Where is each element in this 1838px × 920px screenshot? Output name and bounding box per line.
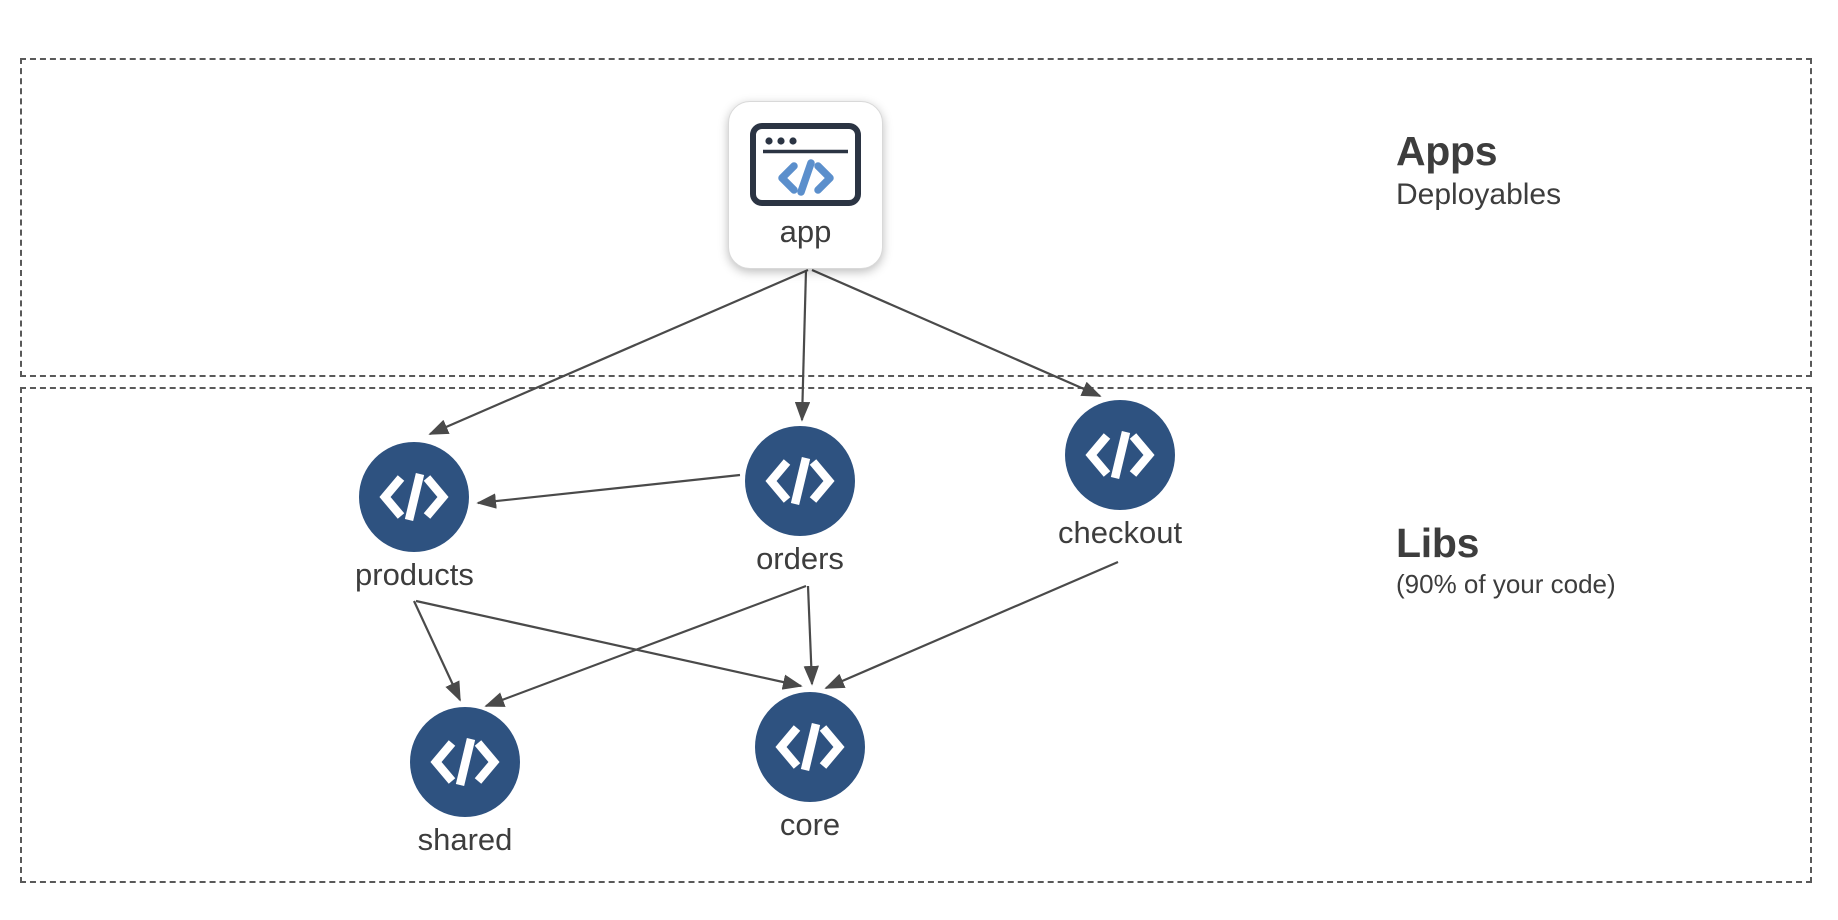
zone-apps — [20, 58, 1812, 377]
node-core[interactable]: core — [755, 692, 865, 843]
zone-apps-subtitle: Deployables — [1396, 178, 1562, 212]
node-orders-circle[interactable] — [745, 426, 855, 536]
zone-libs-title: Libs — [1396, 520, 1480, 566]
node-checkout[interactable]: checkout — [1058, 400, 1182, 551]
code-brackets-icon — [379, 466, 450, 528]
zone-libs — [20, 387, 1812, 883]
node-orders-label: orders — [756, 541, 844, 576]
node-orders[interactable]: orders — [745, 426, 855, 577]
zone-apps-legend: Apps Deployables — [1396, 128, 1562, 213]
zone-apps-title: Apps — [1396, 128, 1498, 174]
zone-libs-subtitle: (90% of your code) — [1396, 569, 1616, 600]
node-shared[interactable]: shared — [410, 707, 520, 858]
code-window-icon — [749, 122, 862, 207]
code-brackets-icon — [1085, 424, 1155, 486]
node-checkout-label: checkout — [1058, 515, 1183, 550]
code-brackets-icon — [765, 450, 835, 512]
node-products-circle[interactable] — [359, 442, 470, 552]
node-products[interactable]: products — [355, 442, 474, 593]
zone-libs-legend: Libs (90% of your code) — [1396, 520, 1616, 600]
node-core-label: core — [779, 807, 841, 842]
node-core-circle[interactable] — [755, 692, 865, 802]
node-shared-circle[interactable] — [410, 707, 520, 817]
node-checkout-circle[interactable] — [1065, 400, 1176, 510]
node-shared-label: shared — [417, 822, 513, 857]
node-products-label: products — [355, 557, 474, 592]
code-brackets-icon — [430, 731, 500, 793]
node-app-label: app — [779, 214, 832, 249]
code-brackets-icon — [775, 716, 845, 778]
node-app[interactable]: app — [728, 101, 883, 269]
